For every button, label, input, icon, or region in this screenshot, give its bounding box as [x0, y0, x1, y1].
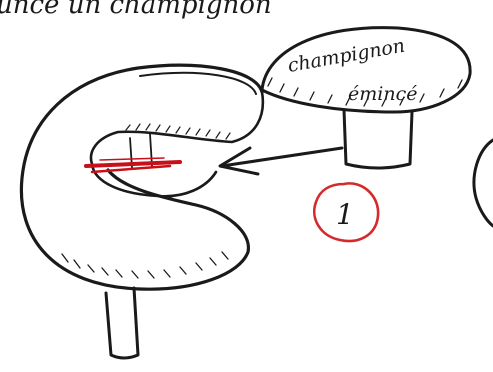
curled-mushroom-rim-hatching [62, 252, 228, 278]
step-number-badge: 1 [314, 183, 378, 241]
step-number: 1 [336, 198, 354, 231]
red-marker-strokes [86, 158, 180, 172]
curled-mushroom-inner-bottom [92, 164, 216, 196]
next-step-partial-drawing [474, 140, 493, 226]
top-caption: unce un champignon [0, 0, 272, 20]
sliced-mushroom-stem [344, 110, 412, 168]
curled-mushroom-stem [106, 288, 138, 358]
curled-mushroom-inner-top [91, 92, 263, 164]
cap-label-line2: émincé [348, 83, 417, 105]
curled-mushroom-drawing [21, 65, 262, 358]
arrow [220, 148, 342, 174]
curled-mushroom-rim-stroke [140, 73, 256, 94]
